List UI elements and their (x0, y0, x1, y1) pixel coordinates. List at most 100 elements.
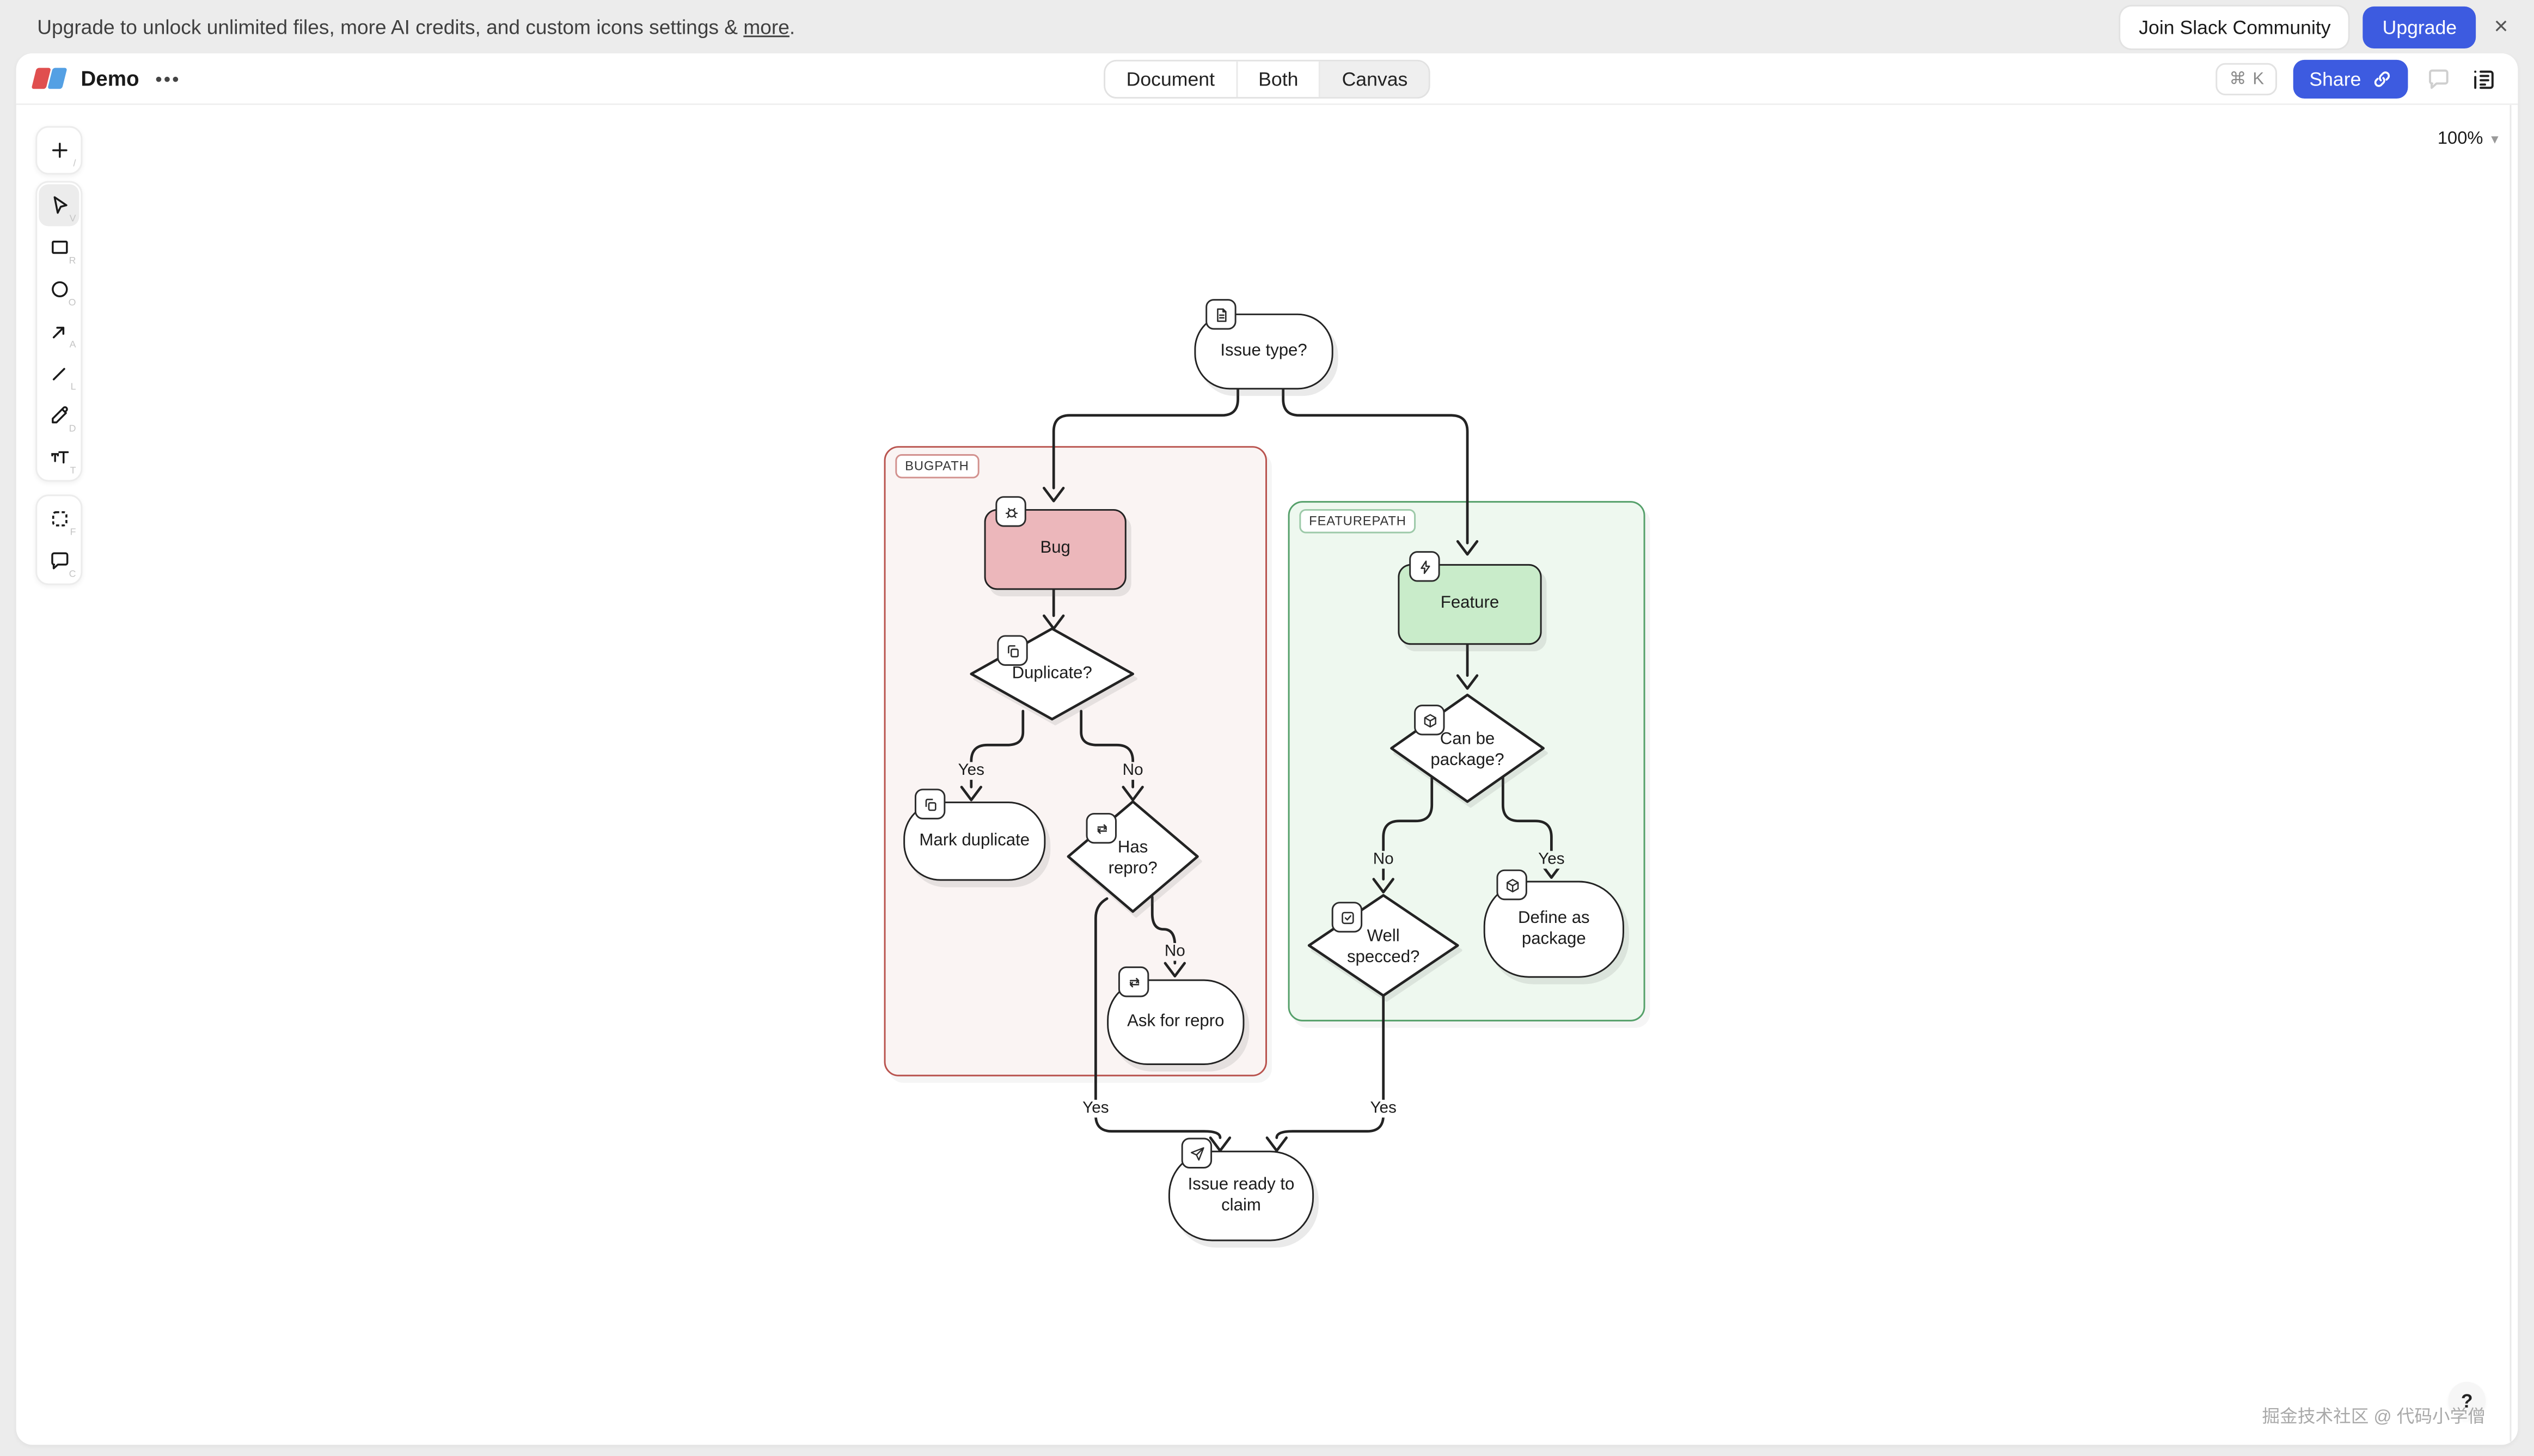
toolbar-add-group: / (35, 126, 83, 175)
join-slack-button[interactable]: Join Slack Community (2121, 5, 2349, 48)
arrowhead (1372, 878, 1394, 894)
more-link[interactable]: more (743, 15, 789, 38)
panel-divider (2509, 105, 2512, 1442)
repeat-icon (1086, 812, 1117, 844)
shortcut-label: / (73, 160, 76, 170)
document-panel-icon[interactable] (2469, 64, 2498, 93)
copy-icon (997, 635, 1028, 666)
checkbox-icon (1331, 902, 1363, 933)
shortcut-label: T (70, 467, 76, 477)
arrowhead (1540, 863, 1563, 879)
shortcut-label: A (69, 341, 76, 351)
node-label: Feature (1440, 594, 1499, 614)
header-left: Demo ••• (31, 66, 181, 91)
comments-icon[interactable] (2424, 64, 2453, 93)
frame-tool-button[interactable]: F (39, 498, 79, 540)
arrowhead (1209, 1136, 1232, 1152)
line-tool-button[interactable]: L (39, 352, 79, 394)
arrowhead (960, 786, 983, 802)
tab-both[interactable]: Both (1237, 60, 1321, 96)
edge-label-yes: Yes (1365, 1099, 1401, 1118)
shortcut-label: L (70, 383, 76, 393)
document-title[interactable]: Demo (81, 66, 139, 91)
edge-label-no: No (1117, 762, 1148, 780)
toolbar-misc-group: F C (35, 494, 83, 585)
text-tool-button[interactable]: T (39, 436, 79, 478)
arrowhead (1456, 674, 1479, 690)
text-icon (50, 451, 68, 464)
tab-canvas[interactable]: Canvas (1320, 60, 1429, 96)
edge-issuetype-bug[interactable] (1052, 385, 1239, 490)
banner-message: Upgrade to unlock unlimited files, more … (37, 15, 795, 38)
package-icon (1496, 869, 1527, 901)
edge-hasrepro-askforrepro[interactable] (1150, 895, 1177, 965)
add-tool-button[interactable]: / (39, 129, 79, 171)
node-label: Mark duplicate (919, 830, 1030, 851)
close-icon[interactable]: × (2494, 13, 2508, 41)
edge-canbepackage-wellspecced[interactable] (1382, 773, 1434, 881)
zoom-control[interactable]: 100%▾ (2438, 129, 2499, 149)
zoom-level: 100% (2437, 129, 2483, 149)
share-button[interactable]: Share (2293, 59, 2408, 98)
repeat-icon (1118, 966, 1149, 998)
arrowhead (1122, 786, 1144, 802)
arrow-tool-button[interactable]: A (39, 310, 79, 352)
line-icon (52, 367, 65, 380)
node-label: Issue ready to claim (1188, 1174, 1295, 1216)
comment-tool-button[interactable]: C (39, 540, 79, 582)
group-label[interactable]: BUGPATH (895, 454, 979, 479)
package-icon (1414, 705, 1445, 736)
view-tabs: Document Both Canvas (1104, 59, 1430, 98)
edge-duplicate-markduplicate[interactable] (970, 709, 1025, 788)
node-label: Issue type? (1220, 341, 1307, 360)
banner-period: . (789, 15, 795, 38)
edge-duplicate-hasrepro[interactable] (1080, 709, 1135, 788)
edge-label-yes: Yes (953, 762, 989, 780)
edge-label-no: No (1368, 851, 1399, 869)
upgrade-banner: Upgrade to unlock unlimited files, more … (0, 0, 2534, 53)
edge-label-yes: Yes (1078, 1099, 1114, 1118)
app-logo-icon[interactable] (31, 68, 68, 89)
header: Demo ••• Document Both Canvas ⌘K Share (16, 53, 2518, 105)
arrow-icon (52, 326, 65, 338)
draw-tool-button[interactable]: D (39, 394, 79, 436)
edge-issuetype-feature[interactable] (1282, 385, 1469, 545)
send-icon (1181, 1137, 1213, 1169)
select-tool-button[interactable]: V (39, 184, 79, 227)
tab-document[interactable]: Document (1105, 60, 1238, 96)
node-hasrepro-label[interactable]: Has repro? (1108, 837, 1158, 878)
upgrade-button[interactable]: Upgrade (2362, 5, 2476, 48)
share-label: Share (2309, 67, 2361, 90)
command-k-shortcut[interactable]: ⌘K (2216, 62, 2277, 95)
node-wellspecced-label[interactable]: Well specced? (1346, 926, 1420, 966)
arrowhead (1043, 614, 1065, 630)
ellipse-icon (51, 281, 68, 298)
help-button[interactable]: ? (2448, 1381, 2486, 1420)
arrowhead (1265, 1136, 1288, 1152)
rectangle-tool-button[interactable]: R (39, 227, 79, 268)
node-canbepackage-label[interactable]: Can be package? (1430, 729, 1504, 769)
shortcut-label: C (69, 570, 76, 580)
node-label: Ask for repro (1127, 1011, 1225, 1031)
rectangle-icon (51, 241, 68, 254)
ellipse-tool-button[interactable]: O (39, 268, 79, 310)
copy-icon (914, 788, 946, 819)
shortcut-label: O (68, 299, 76, 309)
bug-icon (995, 496, 1026, 527)
document-icon (1205, 299, 1237, 330)
banner-actions: Join Slack Community Upgrade × (2121, 0, 2512, 53)
edge-wellspecced-issueready[interactable] (1275, 994, 1385, 1139)
plus-icon (51, 143, 67, 158)
arrowhead (1456, 540, 1479, 556)
edge-canbepackage-defineaspackage[interactable] (1501, 773, 1553, 866)
shortcut-label: V (69, 215, 76, 225)
more-menu-icon[interactable]: ••• (155, 67, 181, 90)
watermark: 掘金技术社区 @ 代码小学僧 (2262, 1408, 2486, 1427)
node-label: Define as package (1517, 908, 1590, 949)
arrowhead (1164, 962, 1186, 978)
group-label[interactable]: FEATUREPATH (1299, 509, 1416, 534)
edge-hasrepro-issueready[interactable] (1094, 897, 1222, 1139)
node-duplicate-label[interactable]: Duplicate? (1012, 664, 1092, 683)
cmd-icon: ⌘ (2229, 69, 2247, 88)
